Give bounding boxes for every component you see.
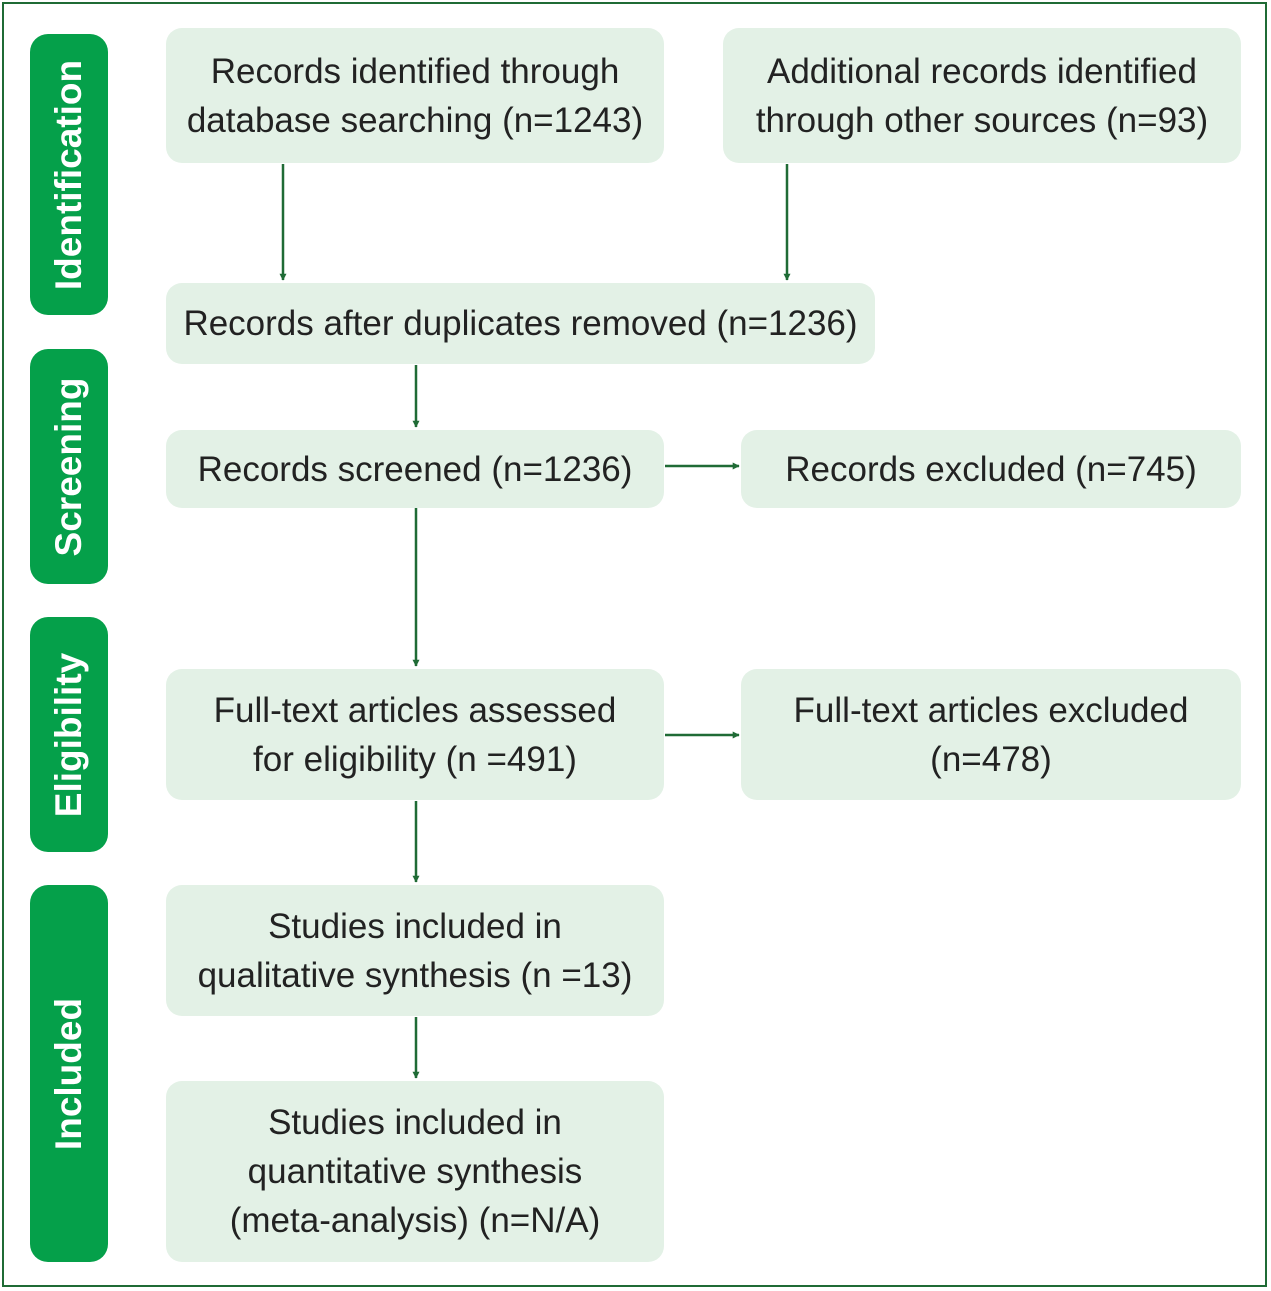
box-quantitative-line1: Studies included in: [268, 1103, 562, 1142]
box-quantitative: Studies included in quantitative synthes…: [166, 1081, 664, 1262]
box-qualitative-line2: qualitative synthesis (n =13): [197, 955, 633, 995]
box-other-sources-line1: Additional records identified: [767, 51, 1197, 91]
box-after-duplicates: Records after duplicates removed (n=1236…: [166, 283, 875, 364]
box-database-search: Records identified through database sear…: [166, 28, 664, 163]
box-after-duplicates-line1: Records after duplicates removed (n=1236…: [183, 304, 858, 343]
box-database-search-line1: Records identified through: [210, 51, 620, 91]
box-fulltext-excluded-line2: (n=478): [930, 739, 1052, 779]
box-fulltext-assessed-line2: for eligibility (n =491): [253, 739, 577, 779]
box-fulltext-excluded: Full-text articles excluded (n=478): [741, 669, 1241, 800]
phase-eligibility: Eligibility: [30, 617, 108, 852]
box-fulltext-assessed-line1: Full-text articles assessed: [213, 690, 617, 730]
box-screened-line1: Records screened (n=1236): [197, 449, 633, 489]
box-database-search-line2: database searching (n=1243): [186, 100, 644, 140]
box-fulltext-assessed: Full-text articles assessed for eligibil…: [166, 669, 664, 800]
box-quantitative-line3: (meta-analysis) (n=N/A): [229, 1201, 601, 1240]
box-fulltext-excluded-line1: Full-text articles excluded: [793, 690, 1189, 730]
box-quantitative-line2: quantitative synthesis: [247, 1152, 583, 1191]
phase-screening: Screening: [30, 349, 108, 584]
box-screened: Records screened (n=1236): [166, 430, 664, 508]
box-qualitative: Studies included in qualitative synthesi…: [166, 885, 664, 1016]
phase-identification: Identification: [30, 34, 108, 315]
phase-included: Included: [30, 885, 108, 1262]
box-other-sources-line2: through other sources (n=93): [755, 100, 1209, 140]
box-excluded: Records excluded (n=745): [741, 430, 1241, 508]
box-other-sources: Additional records identified through ot…: [723, 28, 1241, 163]
box-excluded-line1: Records excluded (n=745): [785, 449, 1197, 489]
box-qualitative-line1: Studies included in: [268, 906, 562, 946]
